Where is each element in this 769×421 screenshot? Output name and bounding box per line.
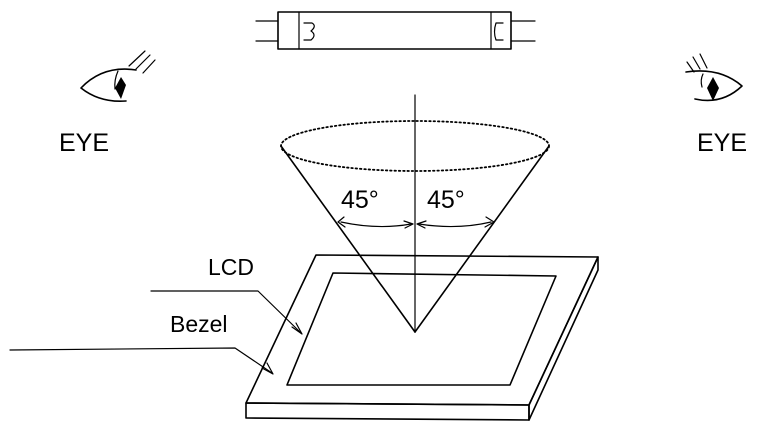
lcd-leader-line <box>150 290 302 334</box>
eye-left-icon <box>80 50 156 103</box>
light-source-tube <box>255 11 536 50</box>
lcd-label: LCD <box>208 254 254 280</box>
bezel-label: Bezel <box>170 311 228 337</box>
viewing-cone <box>280 94 550 333</box>
angle-arc-left <box>340 221 412 228</box>
lcd-screen <box>286 272 557 386</box>
bezel-frame <box>245 254 599 421</box>
angle-arc-right <box>418 221 492 228</box>
bezel-leader-line <box>9 347 273 374</box>
eye-right-icon <box>685 53 743 102</box>
angle-label-right: 45° <box>427 186 465 214</box>
eye-right-label: EYE <box>697 129 747 157</box>
eye-left-label: EYE <box>59 129 109 157</box>
angle-label-left: 45° <box>341 186 379 214</box>
